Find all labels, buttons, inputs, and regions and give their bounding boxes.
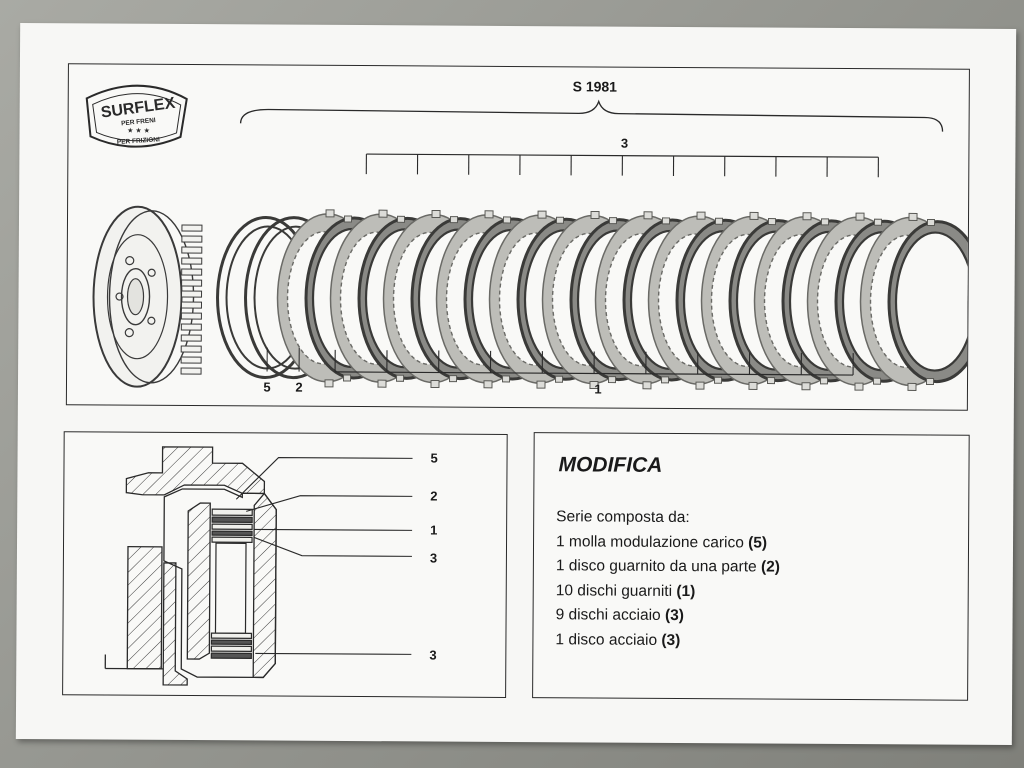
- section-callout-2: 2: [430, 488, 437, 503]
- set-bracket: [239, 99, 944, 132]
- steel-disc-bracket: [365, 153, 879, 178]
- section-callout-lines: [235, 456, 413, 655]
- composition-item: 1 disco guarnito da una parte (2): [555, 557, 780, 576]
- friction-disc-bracket: [334, 349, 854, 376]
- friction-disc-number: 1: [594, 381, 601, 396]
- exploded-clutch-diagram: SURFLEX PER FRENI ★ ★ ★ PER FRIZIONI S 1…: [85, 78, 987, 397]
- composition-list: Serie composta da: 1 molla modulazione c…: [555, 505, 780, 653]
- surflex-logo: SURFLEX PER FRENI ★ ★ ★ PER FRIZIONI: [85, 84, 188, 148]
- composition-intro: Serie composta da:: [556, 508, 690, 527]
- logo-subtitle-top: PER FRENI: [121, 117, 156, 127]
- modifica-title: MODIFICA: [558, 453, 663, 477]
- composition-item: 9 dischi acciaio (3): [555, 606, 685, 625]
- modifica-panel: MODIFICA Serie composta da: 1 molla modu…: [532, 432, 970, 701]
- housing-section: [104, 446, 277, 686]
- single-side-number: 2: [295, 380, 302, 395]
- section-callout-5: 3: [429, 647, 436, 662]
- composition-item: 1 disco acciaio (3): [555, 630, 681, 649]
- disc-pack-section: [210, 508, 253, 659]
- section-callout-1: 5: [431, 450, 438, 465]
- composition-item: 1 molla modulazione carico (5): [555, 532, 768, 552]
- exploded-view-panel: SURFLEX PER FRENI ★ ★ ★ PER FRIZIONI S 1…: [65, 63, 987, 411]
- disc-stack: [216, 209, 987, 391]
- clutch-section-diagram: 5 2 1 3 3: [104, 446, 438, 686]
- steel-disc-number: 3: [621, 136, 628, 151]
- instruction-sheet: SURFLEX PER FRENI ★ ★ ★ PER FRIZIONI S 1…: [15, 22, 1017, 746]
- set-code-label: S 1981: [573, 78, 618, 94]
- spring-number: 5: [263, 379, 270, 394]
- section-view-panel: 5 2 1 3 3: [62, 431, 508, 698]
- section-callout-3: 1: [430, 522, 437, 537]
- section-callout-4: 3: [430, 550, 437, 565]
- friction-disc: [887, 219, 987, 386]
- logo-stars: ★ ★ ★: [127, 127, 150, 135]
- composition-item: 10 dischi guarniti (1): [555, 581, 696, 600]
- logo-subtitle-bottom: PER FRIZIONI: [117, 136, 161, 146]
- clutch-basket-drawing: [92, 205, 203, 388]
